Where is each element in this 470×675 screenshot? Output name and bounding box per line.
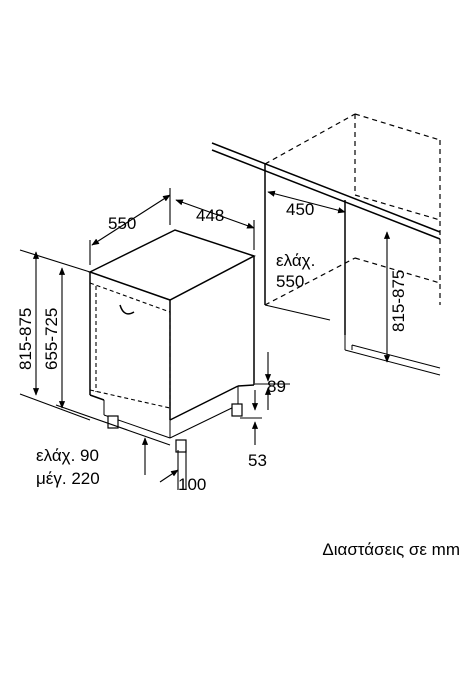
dishwasher-body xyxy=(88,229,256,439)
niche-depth-label: 450 xyxy=(286,200,314,219)
niche-outline-dashed xyxy=(264,113,441,306)
door-outline-dashed xyxy=(89,282,171,409)
plinth-height-label: 89 xyxy=(267,377,286,396)
depth-label: 550 xyxy=(108,214,136,233)
units-caption: Διαστάσεις σε mm xyxy=(322,540,460,559)
niche-min-value: 550 xyxy=(276,272,304,291)
foot-adjust-label: 53 xyxy=(248,451,267,470)
door-height-label: 655-725 xyxy=(42,308,61,370)
countertop-niche xyxy=(211,142,441,376)
total-height-label: 815-875 xyxy=(16,308,35,370)
plinth-min-label: ελάχ. 90 xyxy=(36,446,99,465)
niche-min-prefix: ελάχ. xyxy=(276,251,315,270)
plinth-max-label: μέγ. 220 xyxy=(36,469,100,488)
plinth-depth-label: 100 xyxy=(178,475,206,494)
door-handle xyxy=(119,304,135,315)
width-label: 448 xyxy=(196,206,224,225)
dimension-lines xyxy=(19,188,391,490)
niche-height-label: 815-875 xyxy=(389,270,408,332)
dishwasher-feet xyxy=(107,403,243,453)
